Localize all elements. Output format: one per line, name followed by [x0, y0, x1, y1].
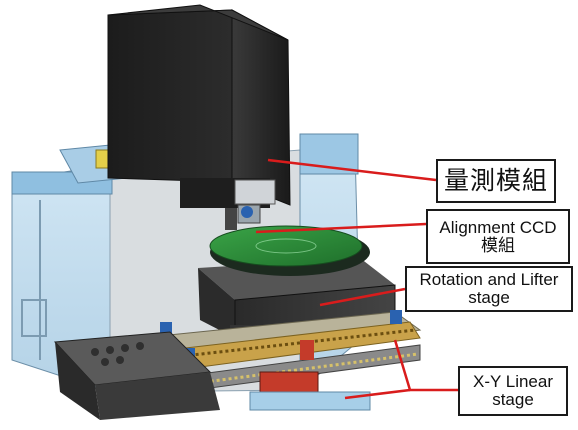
- leader-measure-module: [267, 158, 437, 182]
- wafer-chuck: [209, 225, 370, 276]
- rotation-lifter-line1: Rotation and Lifter: [419, 270, 559, 290]
- alignment-ccd-line2: 模組: [481, 235, 515, 255]
- leader-rotation-lifter: [319, 287, 406, 307]
- xy-linear-line1: X-Y Linear: [472, 372, 553, 392]
- alignment-ccd-label: Alignment CCD 模組: [426, 209, 570, 264]
- rotation-lifter-label: Rotation and Lifter stage: [405, 266, 573, 312]
- measure-module-text: 量測模組: [443, 166, 548, 195]
- measurement-head: [107, 4, 291, 230]
- leader-alignment-ccd: [255, 222, 427, 234]
- measure-module-label: 量測模組: [436, 159, 556, 203]
- callout-leaders: [255, 158, 458, 400]
- xy-linear-line2: stage: [492, 390, 534, 409]
- rotation-lifter-line2: stage: [468, 288, 510, 307]
- machine-base: [53, 331, 220, 420]
- xy-linear-label: X-Y Linear stage: [458, 366, 568, 416]
- alignment-ccd-line1: Alignment CCD: [439, 217, 557, 237]
